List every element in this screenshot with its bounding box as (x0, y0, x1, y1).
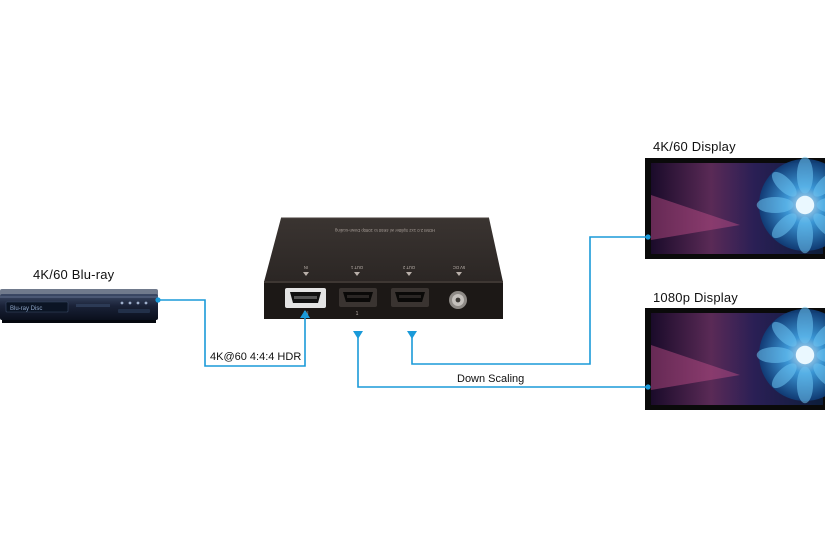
port-label-out1: OUT 1 (350, 265, 363, 270)
arrow-icon (354, 272, 360, 276)
input-cable (158, 299, 306, 367)
port-label-dc: 5V DC (453, 265, 465, 270)
out-marker: 1 (356, 311, 359, 317)
dc-jack-icon (449, 291, 467, 309)
connector-dot (645, 384, 651, 390)
bluray-player: Blu-ray Disc (0, 289, 158, 323)
disc-logo: Blu-ray Disc (10, 306, 42, 312)
downscale-label: Down Scaling (457, 373, 525, 385)
connector-dot (155, 297, 161, 303)
out2-cable (411, 236, 648, 365)
arrow-icon (456, 272, 462, 276)
port-label-in: IN (304, 265, 308, 270)
cable-lines (158, 236, 648, 388)
hdmi-splitter: HDMI 2.0 1x2 Splitter w/ 4K60 to 1080p D… (264, 217, 503, 319)
display-4k (645, 156, 825, 259)
arrow-icon (407, 331, 417, 339)
hdmi-port-icon (285, 288, 326, 308)
display-1080p-label: 1080p Display (653, 290, 738, 305)
hdmi-port-icon (391, 288, 429, 307)
out1-cable (357, 336, 648, 388)
arrow-icon (353, 331, 363, 339)
connector-dot (645, 234, 651, 240)
display-1080p (645, 306, 825, 410)
arrow-icon (406, 272, 412, 276)
port-label-out2: OUT 2 (402, 265, 415, 270)
hdmi-port-icon (339, 288, 377, 307)
source-label: 4K/60 Blu-ray (33, 267, 115, 282)
splitter-top-text: HDMI 2.0 1x2 Splitter w/ 4K60 to 1080p D… (334, 228, 435, 233)
arrow-icon (300, 310, 310, 318)
display-4k-label: 4K/60 Display (653, 139, 736, 154)
arrow-icon (303, 272, 309, 276)
input-signal-label: 4K@60 4:4:4 HDR (210, 351, 302, 363)
